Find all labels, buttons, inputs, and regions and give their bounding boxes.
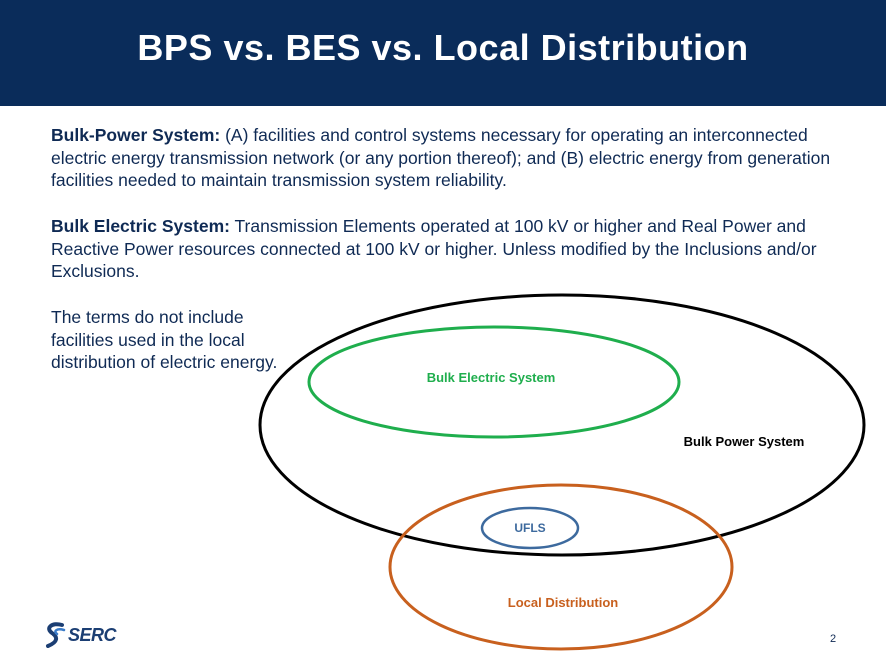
serc-logo: SERC — [44, 622, 117, 648]
local-distribution-ellipse — [388, 483, 734, 651]
bes-text: Transmission Elements operated at 100 kV… — [51, 216, 817, 281]
bes-definition: Bulk Electric System: Transmission Eleme… — [51, 215, 851, 283]
bulk-power-system-ellipse — [258, 293, 866, 557]
bps-text: (A) facilities and control systems neces… — [51, 125, 831, 190]
page-number: 2 — [830, 633, 837, 645]
title-bar: BPS vs. BES vs. Local Distribution — [0, 0, 886, 106]
bps-term: Bulk-Power System: — [51, 125, 221, 145]
exclusion-note: The terms do not include facilities used… — [51, 307, 278, 372]
slide-title: BPS vs. BES vs. Local Distribution — [137, 27, 749, 68]
bulk-power-system-label: Bulk Power System — [684, 434, 805, 449]
serc-swoosh-icon — [46, 622, 66, 648]
bulk-electric-system-ellipse — [307, 325, 681, 439]
local-distribution-label: Local Distribution — [508, 595, 619, 610]
bulk-electric-system-label: Bulk Electric System — [427, 370, 556, 385]
bps-definition: Bulk-Power System: (A) facilities and co… — [51, 124, 851, 192]
bes-term: Bulk Electric System: — [51, 216, 230, 236]
serc-logo-text: SERC — [68, 624, 117, 645]
ufls-label: UFLS — [514, 521, 545, 535]
ufls-ellipse — [480, 506, 580, 550]
